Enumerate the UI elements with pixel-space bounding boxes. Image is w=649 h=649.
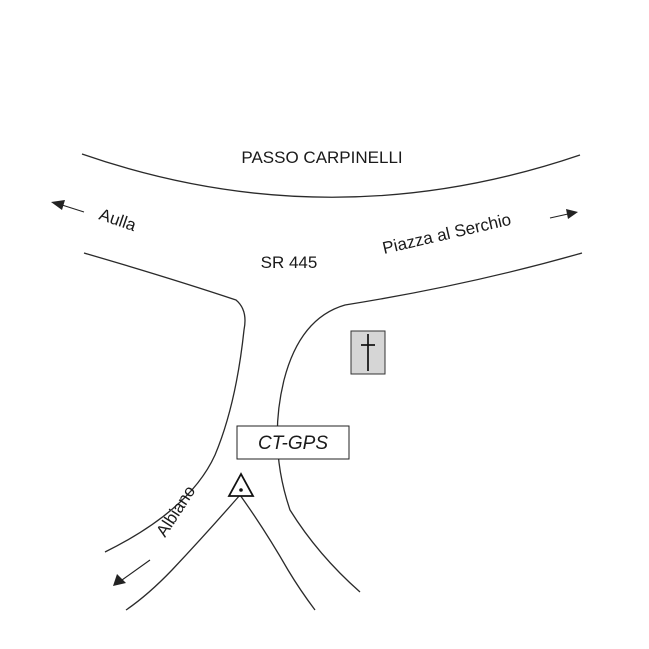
arrow-left-aulla [51,200,85,213]
destination-aulla-label: Aulla [97,205,139,235]
station-code-box: CT-GPS [236,425,350,460]
arrow-down-albiano [113,559,151,586]
arrow-left-shaft [61,204,85,213]
destination-piazza-label: Piazza al Serchio [381,210,513,258]
arrow-right-piazza [549,209,578,219]
arrow-right-icon [566,209,578,219]
cross-icon [350,330,386,375]
branch-road-right-edge [239,494,316,611]
main-road-lower-right-edge [276,252,583,593]
arrow-down-shaft [121,559,151,581]
albiano-road-right-edge [125,494,241,611]
destination-albiano-label: Albiano [152,482,199,540]
roads [81,153,583,611]
main-road-lower-left-edge [83,252,246,553]
triangle-with-dot-icon [227,472,255,497]
arrow-down-icon [113,574,126,586]
station-code-frame [236,425,350,460]
station-code-label: CT-GPS [258,433,328,454]
road-number-label: SR 445 [261,253,318,272]
pass-road-top-edge [81,153,581,198]
arrow-right-shaft [549,213,569,219]
pass-name-label: PASSO CARPINELLI [241,148,402,167]
arrow-left-icon [51,200,65,210]
